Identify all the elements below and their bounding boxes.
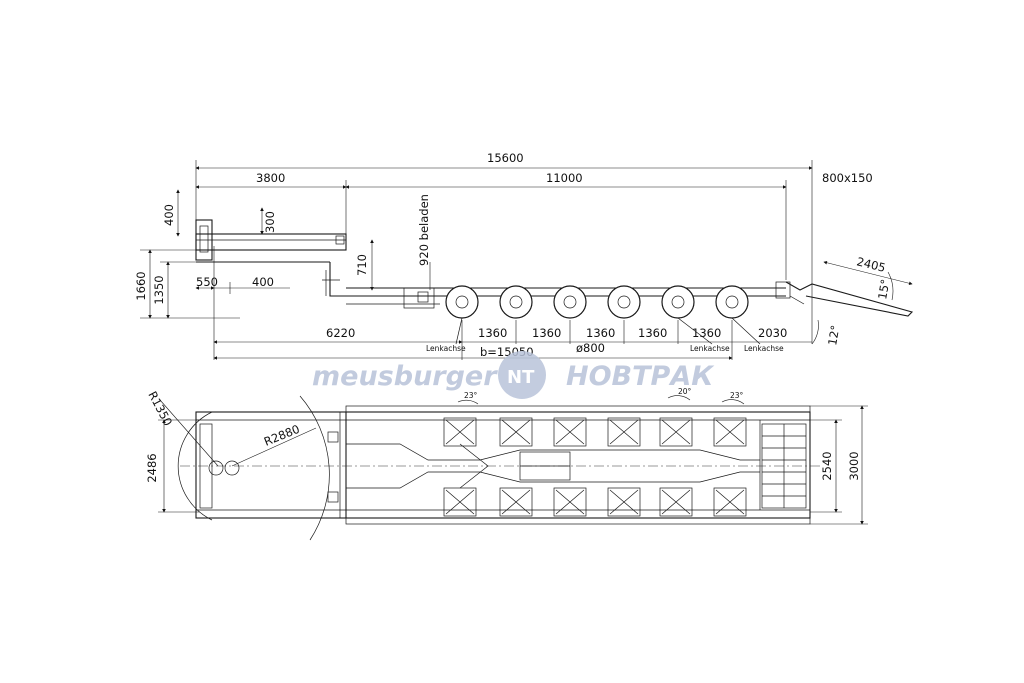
dim-overall-length: 15600 xyxy=(487,151,524,165)
axle-box xyxy=(659,417,693,447)
axle-wheels xyxy=(445,285,749,319)
angle-label-1: 23° xyxy=(464,391,478,400)
dim-radius-turn: R2880 xyxy=(262,422,302,449)
axle-box xyxy=(499,417,533,447)
dim-deck-width: 2540 xyxy=(820,451,834,480)
dim-wheel-diameter: ø800 xyxy=(576,341,605,355)
angle-label-3: 23° xyxy=(730,391,744,400)
dim-1350: 1350 xyxy=(152,275,166,304)
deck-height-dims: 710 920 beladen xyxy=(355,194,431,291)
axle-box xyxy=(713,487,747,517)
bottom-dims: 6220 1360 1360 1360 1360 1360 2030 b=150… xyxy=(213,290,813,360)
axle-box xyxy=(607,487,641,517)
axle-boxes-upper xyxy=(443,417,747,447)
dim-axle-spacing-1: 1360 xyxy=(478,326,507,340)
dim-front-width: 2486 xyxy=(145,453,159,482)
wheel xyxy=(553,285,587,319)
dim-gooseneck-length: 3800 xyxy=(256,171,285,185)
dim-deck-length: 11000 xyxy=(546,171,583,185)
steer-angles: 23° 20° 23° xyxy=(457,387,745,405)
watermark-right-text: НОВТРАК xyxy=(566,361,715,392)
width-dims: 2486 2540 3000 xyxy=(145,405,868,525)
axle-box xyxy=(553,417,587,447)
dim-400-bottom: 400 xyxy=(252,275,274,289)
dim-550: 550 xyxy=(196,275,218,289)
dim-710: 710 xyxy=(355,254,369,276)
watermark-logo-glyph: NT xyxy=(507,367,535,388)
label-steer-axle-2: Lenkachse xyxy=(690,344,730,353)
watermark-logo-icon xyxy=(498,351,546,399)
dim-axle-spacing-4: 1360 xyxy=(638,326,667,340)
wheel xyxy=(445,285,479,319)
dim-6220: 6220 xyxy=(326,326,355,340)
axle-box xyxy=(499,487,533,517)
dim-axle-spacing-5: 1360 xyxy=(692,326,721,340)
chassis-beams xyxy=(346,443,760,489)
axle-box xyxy=(553,487,587,517)
axle-box xyxy=(713,417,747,447)
axle-box xyxy=(659,487,693,517)
gooseneck-top xyxy=(199,423,339,509)
dim-920-beladen: 920 beladen xyxy=(417,194,431,266)
watermark-left-text: meusburger xyxy=(312,361,498,392)
dim-ramp-size: 800x150 xyxy=(822,171,873,185)
axle-box xyxy=(443,417,477,447)
angle-label-2: 20° xyxy=(678,387,692,396)
dim-2030: 2030 xyxy=(758,326,787,340)
loading-ramp: 2405 15° 12° xyxy=(785,254,914,347)
ramp-grating xyxy=(761,423,807,509)
dimension-15600: 15600 xyxy=(195,151,813,290)
gooseneck xyxy=(195,219,347,297)
wheel xyxy=(607,285,641,319)
label-steer-axle-3: Lenkachse xyxy=(744,344,784,353)
top-frame xyxy=(180,405,822,525)
dim-400-top: 400 xyxy=(162,204,176,226)
dim-rear-angle: 12° xyxy=(825,324,842,347)
axle-boxes-lower xyxy=(443,487,747,517)
watermark: meusburger NT НОВТРАК xyxy=(312,351,715,399)
gooseneck-dims: 300 550 400 xyxy=(195,207,290,360)
label-steer-axle-1: Lenkachse xyxy=(426,344,466,353)
wheel xyxy=(715,285,749,319)
dim-300: 300 xyxy=(263,211,277,233)
top-view: R1350 R2880 23° 20° 23° 2486 2540 3 xyxy=(145,387,868,541)
axle-box xyxy=(443,487,477,517)
dim-axle-spacing-3: 1360 xyxy=(586,326,615,340)
dim-1660: 1660 xyxy=(134,271,148,300)
side-view: 15600 3800 11000 800x150 400 1660 1350 xyxy=(134,151,914,360)
dimension-3800-11000: 3800 11000 800x150 xyxy=(195,171,873,280)
left-vertical-dims: 400 1660 1350 xyxy=(134,189,240,319)
wheel xyxy=(499,285,533,319)
dim-axle-spacing-2: 1360 xyxy=(532,326,561,340)
dim-overall-width: 3000 xyxy=(847,451,861,480)
dim-radius-front: R1350 xyxy=(145,389,175,428)
dim-ramp-angle: 15° xyxy=(875,278,892,301)
axle-box xyxy=(607,417,641,447)
dim-ramp-length: 2405 xyxy=(855,254,887,275)
wheel xyxy=(661,285,695,319)
